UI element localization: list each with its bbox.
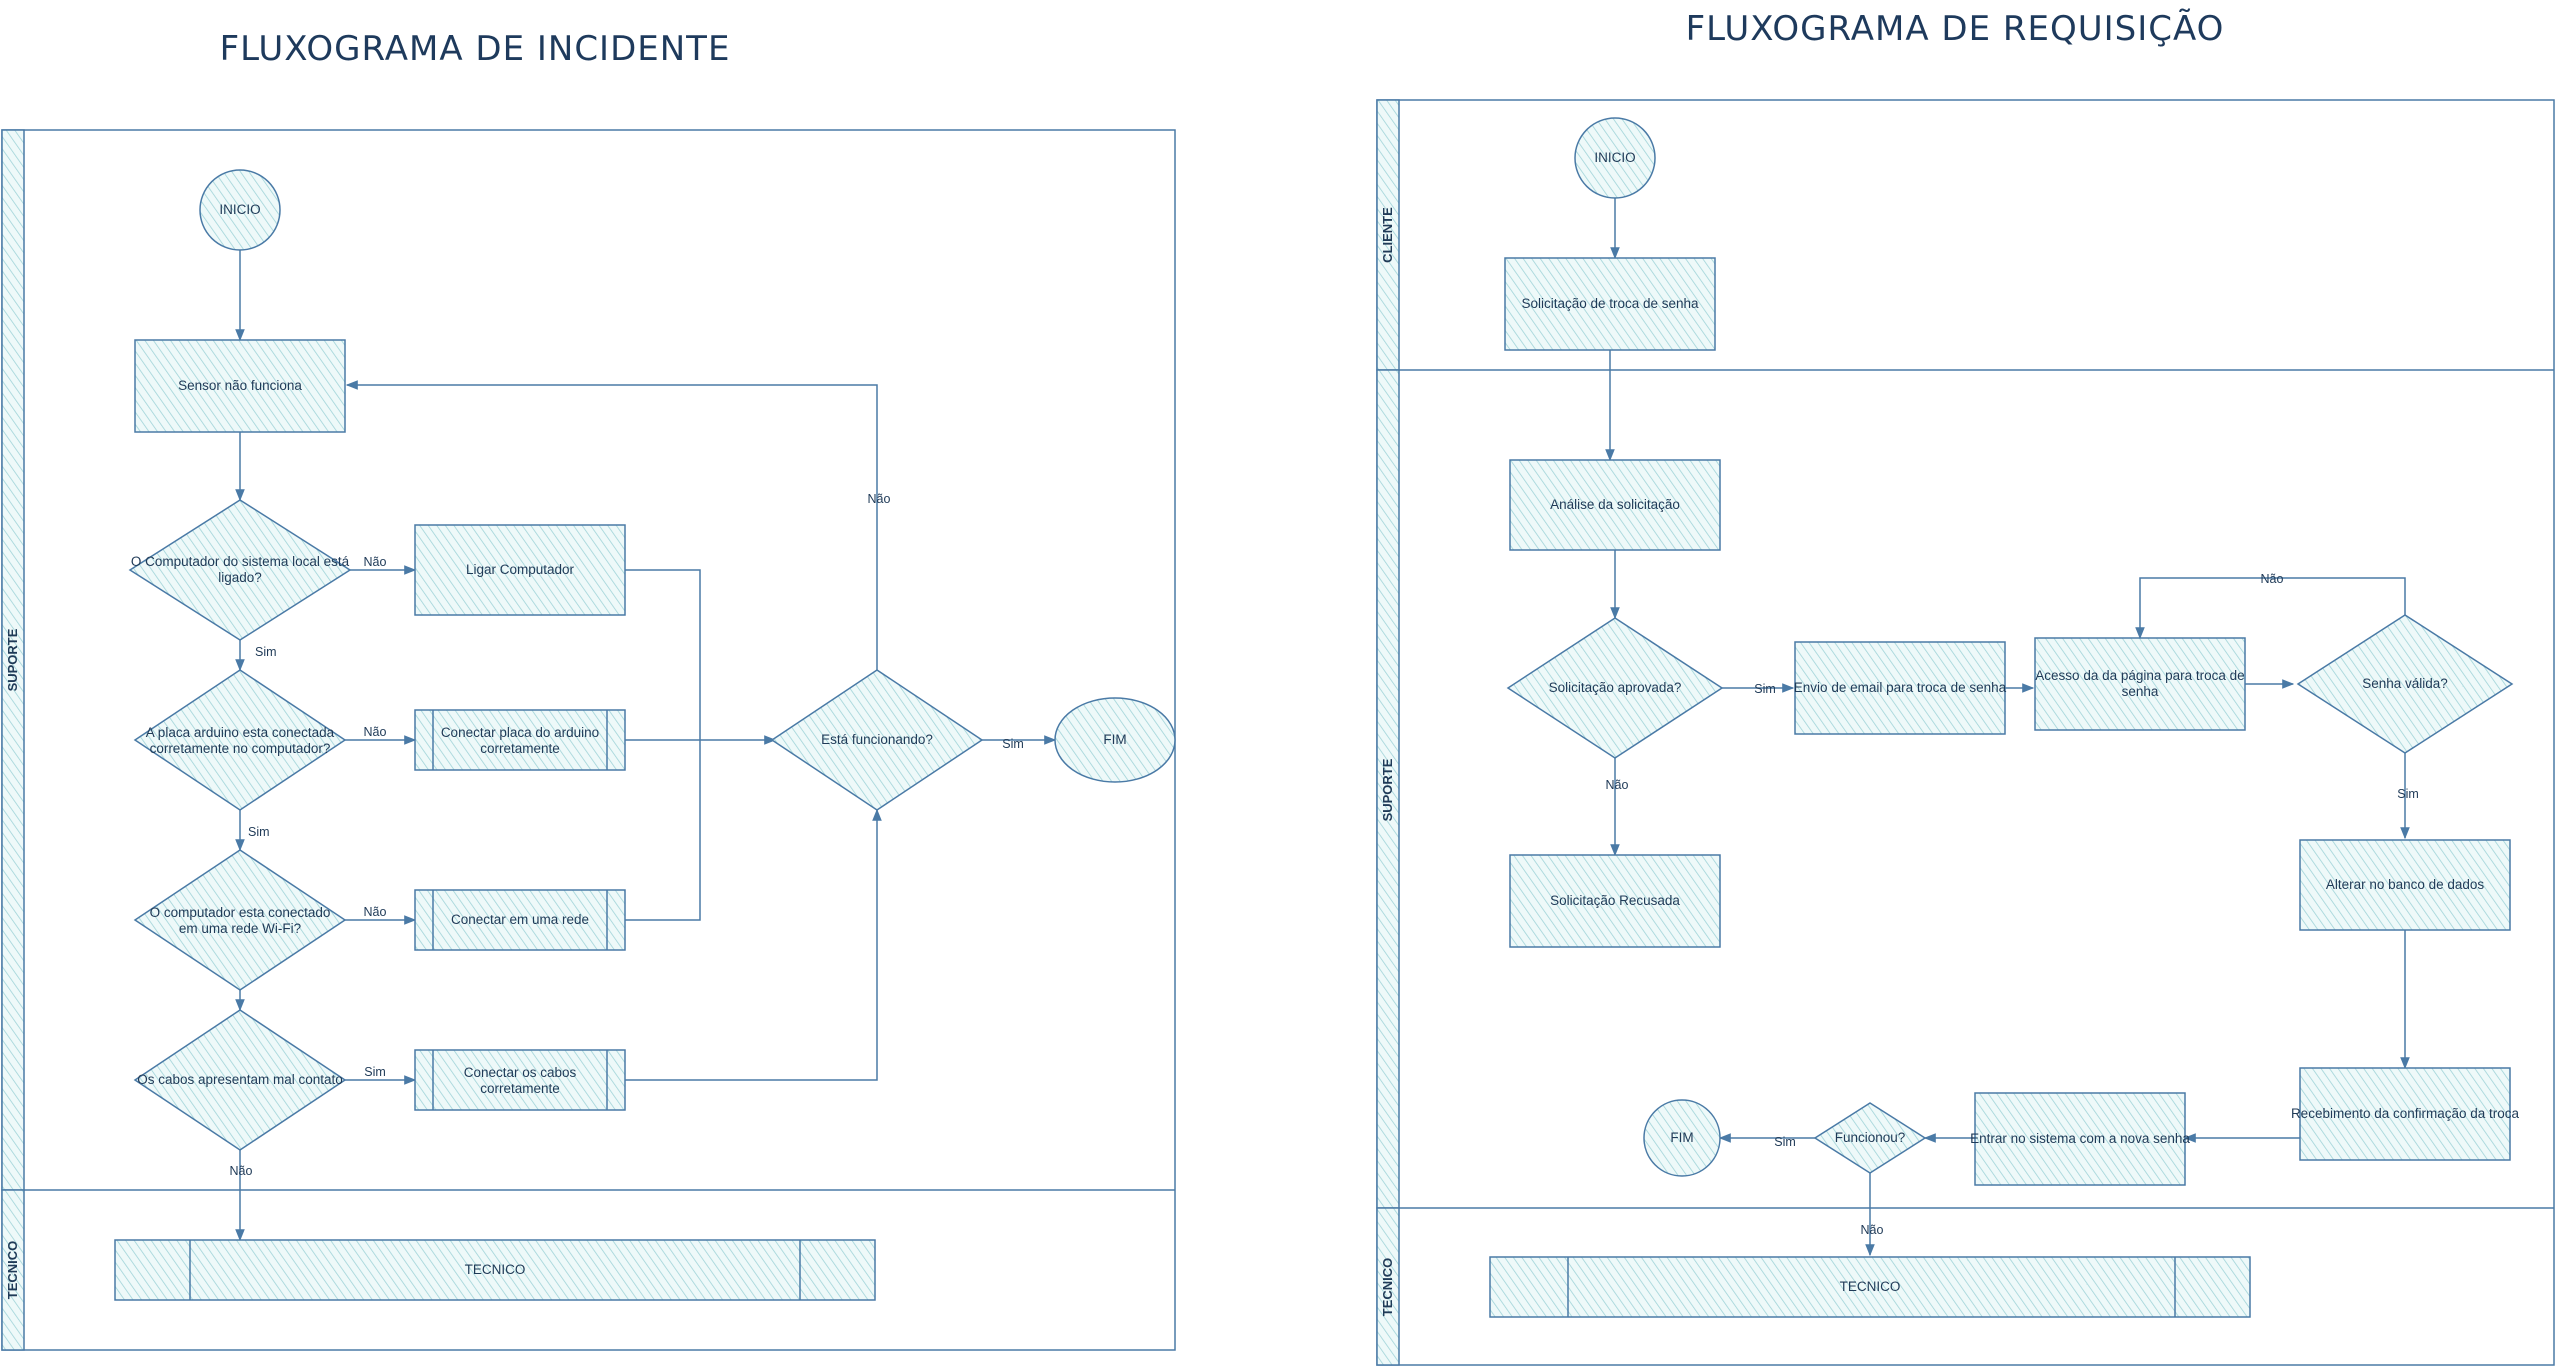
request-acesso-label-2: senha: [2122, 684, 2159, 699]
request-analise-node: [1509, 459, 1721, 551]
incident-q-cabos-node: [133, 1009, 347, 1151]
incident-tecnico-label: TECNICO: [465, 1262, 526, 1277]
request-connectors: [1605, 198, 2410, 1257]
request-q-aprovada-node: [1506, 617, 1724, 759]
incident-conectar-placa-label-1: Conectar placa do arduino: [441, 725, 599, 740]
request-solicitacao-node: [1504, 257, 1716, 351]
incident-q-computador-label-2: ligado?: [218, 570, 262, 585]
request-acesso-node: [2034, 637, 2246, 731]
incident-q-placa-label-1: A placa arduino esta conectada: [146, 725, 335, 740]
incident-edge-nao-loop: Não: [868, 492, 891, 506]
incident-edge-nao-4: Não: [230, 1164, 253, 1178]
request-q-funcionou-node: [1813, 1102, 1927, 1174]
incident-edge-sim-4: Sim: [364, 1065, 386, 1079]
incident-edge-sim-2: Sim: [248, 825, 270, 839]
incident-q-placa-node: [133, 669, 347, 811]
incident-edge-nao-3: Não: [364, 905, 387, 919]
request-solicitacao-label: Solicitação de troca de senha: [1521, 296, 1699, 311]
incident-title: FLUXOGRAMA DE INCIDENTE: [220, 29, 731, 69]
request-fim-node: [1643, 1099, 1721, 1177]
incident-q-wifi-label-1: O computador esta conectado: [150, 905, 331, 920]
incident-inicio-node: [199, 169, 281, 251]
request-q-aprovada-label: Solicitação aprovada?: [1549, 680, 1682, 695]
request-q-funcionou-label: Funcionou?: [1835, 1130, 1906, 1145]
incident-inicio-label: INICIO: [219, 202, 260, 217]
incident-connectors: [235, 250, 1057, 1242]
request-entrar-label: Entrar no sistema com a nova senha: [1970, 1131, 2190, 1146]
incident-q-wifi-label-2: em uma rede Wi-Fi?: [179, 921, 301, 936]
request-recusada-label: Solicitação Recusada: [1550, 893, 1680, 908]
request-edge-nao-senha: Não: [2261, 572, 2284, 586]
request-edge-sim-func: Sim: [1774, 1135, 1796, 1149]
incident-conectar-rede-label: Conectar em uma rede: [451, 912, 589, 927]
incident-q-computador-label-1: O Computador do sistema local está: [131, 554, 350, 569]
request-alterar-node: [2299, 839, 2511, 931]
incident-tecnico-node: [114, 1239, 876, 1301]
incident-conectar-placa-label-2: corretamente: [480, 741, 560, 756]
incident-q-computador-node: [128, 499, 352, 641]
incident-conectar-cabos-label-2: corretamente: [480, 1081, 560, 1096]
request-edge-nao-func: Não: [1861, 1223, 1884, 1237]
request-edge-sim-aprov: Sim: [1754, 682, 1776, 696]
incident-q-placa-label-2: corretamente no computador?: [150, 741, 331, 756]
request-edge-sim-senha: Sim: [2397, 787, 2419, 801]
incident-edge-nao-2: Não: [364, 725, 387, 739]
incident-ligar-node: [414, 524, 626, 616]
request-tecnico-node: [1489, 1256, 2251, 1318]
request-fim-label: FIM: [1670, 1130, 1693, 1145]
request-tecnico-label: TECNICO: [1840, 1279, 1901, 1294]
request-recebimento-label: Recebimento da confirmação da troca: [2291, 1106, 2520, 1121]
request-title: FLUXOGRAMA DE REQUISIÇÃO: [1686, 9, 2225, 49]
incident-q-funcionando-node: [770, 669, 984, 811]
request-lane-cliente-label: CLIENTE: [1380, 207, 1395, 263]
request-inicio-node: [1574, 117, 1656, 199]
incident-edge-sim-1: Sim: [255, 645, 277, 659]
incident-ligar-label: Ligar Computador: [466, 562, 575, 577]
request-inicio-label: INICIO: [1594, 150, 1635, 165]
incident-conectar-rede-node: [414, 889, 626, 951]
request-analise-label: Análise da solicitação: [1550, 497, 1680, 512]
incident-fim-label: FIM: [1103, 732, 1126, 747]
incident-q-cabos-label: Os cabos apresentam mal contato: [137, 1072, 343, 1087]
incident-conectar-cabos-label-1: Conectar os cabos: [464, 1065, 577, 1080]
incident-conectar-cabos-node: [414, 1049, 626, 1111]
request-lane-suporte-label: SUPORTE: [1380, 758, 1395, 821]
incident-sensor-label: Sensor não funciona: [178, 378, 302, 393]
request-envio-node: [1794, 641, 2006, 735]
request-lane-tecnico: [1376, 1207, 1400, 1366]
incident-edge-nao-1: Não: [364, 555, 387, 569]
incident-edge-sim-fim: Sim: [1002, 737, 1024, 751]
request-q-senha-node: [2296, 614, 2514, 754]
request-edge-nao-aprov: Não: [1606, 778, 1629, 792]
request-envio-label: Envio de email para troca de senha: [1794, 680, 2007, 695]
request-recusada-node: [1509, 854, 1721, 948]
request-q-senha-label: Senha válida?: [2362, 676, 2448, 691]
incident-q-funcionando-label: Está funcionando?: [821, 732, 933, 747]
incident-lane-tecnico-label: TECNICO: [5, 1241, 20, 1300]
incident-conectar-placa-node: [414, 709, 626, 771]
incident-lane-suporte-label: SUPORTE: [5, 628, 20, 691]
request-acesso-label-1: Acesso da da página para troca de: [2035, 668, 2244, 683]
incident-lane-tecnico: [1, 1189, 25, 1351]
request-entrar-node: [1974, 1092, 2186, 1186]
request-recebimento-node: [2299, 1067, 2511, 1161]
request-lane-tecnico-label: TECNICO: [1380, 1258, 1395, 1317]
incident-q-wifi-node: [133, 849, 347, 991]
request-alterar-label: Alterar no banco de dados: [2326, 877, 2485, 892]
incident-fim-node: [1054, 697, 1176, 783]
incident-sensor-node: [134, 339, 346, 433]
